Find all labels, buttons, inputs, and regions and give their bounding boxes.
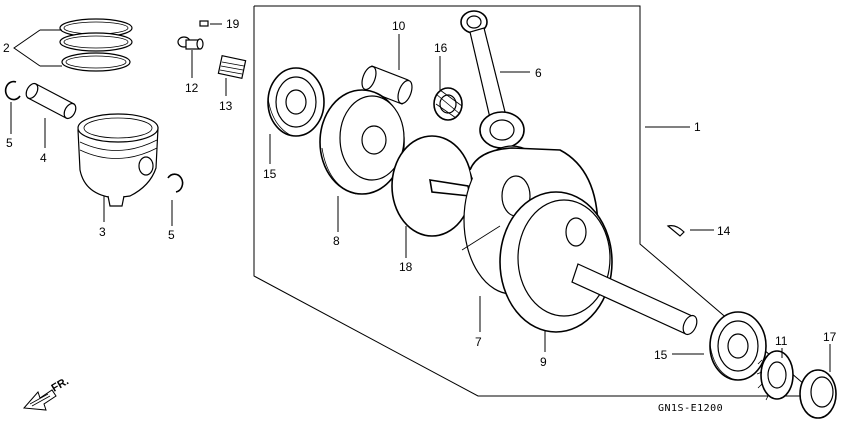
woodruff-key xyxy=(666,225,685,237)
callout-17: 17 xyxy=(823,330,837,344)
callout-6: 6 xyxy=(535,66,542,80)
bearing-right xyxy=(709,311,767,381)
callout-2: 2 xyxy=(3,41,10,55)
front-direction-indicator: FR. xyxy=(22,375,71,411)
diagram-code: GN1S-E1200 xyxy=(658,403,723,414)
pin-clip-left xyxy=(4,80,21,101)
crank-flywheel-right xyxy=(499,191,698,336)
piston-pin xyxy=(25,82,77,120)
needle-bearing xyxy=(433,87,463,121)
leader-lines xyxy=(10,23,831,372)
callout-9: 9 xyxy=(540,355,547,369)
spring xyxy=(217,54,247,80)
dowel-pin xyxy=(199,20,209,27)
piston-rings xyxy=(59,18,133,72)
callout-5-right: 5 xyxy=(168,228,175,242)
front-label: FR. xyxy=(50,375,71,394)
timing-gear xyxy=(756,350,794,401)
callout-4: 4 xyxy=(40,151,47,165)
callout-10: 10 xyxy=(392,19,406,33)
callout-8: 8 xyxy=(333,234,340,248)
callout-1: 1 xyxy=(694,120,701,134)
oil-jet-bolt xyxy=(177,36,204,50)
callout-labels: 1 2 3 4 5 5 6 7 8 9 10 11 12 13 14 15 15… xyxy=(3,17,837,369)
callout-7: 7 xyxy=(475,335,482,349)
pin-clip-right xyxy=(167,173,184,193)
callout-11: 11 xyxy=(775,334,788,348)
piston xyxy=(77,113,159,207)
connecting-rod xyxy=(460,10,525,149)
crank-pin xyxy=(361,65,413,105)
callout-13: 13 xyxy=(219,99,233,113)
front-arrow-icon xyxy=(22,389,57,411)
callout-15-right: 15 xyxy=(654,348,668,362)
oil-seal xyxy=(799,369,837,419)
callout-14: 14 xyxy=(717,224,731,238)
callout-18: 18 xyxy=(399,260,413,274)
callout-16: 16 xyxy=(434,41,448,55)
crank-flywheel-left xyxy=(319,89,405,195)
bearing-left xyxy=(267,67,325,137)
callout-5-left: 5 xyxy=(6,136,13,150)
callout-15-left: 15 xyxy=(263,167,277,181)
callout-3: 3 xyxy=(99,225,106,239)
callout-19: 19 xyxy=(226,17,240,31)
callout-12: 12 xyxy=(185,81,199,95)
